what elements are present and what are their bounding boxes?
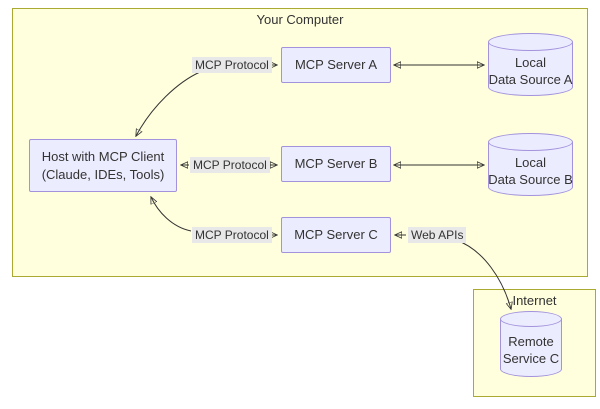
local-data-source-b-label: Local Data Source B — [488, 154, 573, 187]
node-mcp-server-b: MCP Server B — [281, 146, 391, 182]
cluster-your-computer-title: Your Computer — [256, 12, 344, 27]
node-mcp-server-c: MCP Server C — [281, 217, 391, 253]
cylinder-body — [488, 42, 573, 96]
cylinder-body — [500, 319, 562, 377]
node-mcp-server-a-label: MCP Server A — [294, 57, 378, 72]
edge-label-web-apis: Web APIs — [408, 227, 467, 243]
edge-label-mcp-protocol-b: MCP Protocol — [190, 157, 270, 173]
edge-label-mcp-protocol-c: MCP Protocol — [192, 227, 272, 243]
edge-host-to-protocol-a — [136, 71, 201, 136]
cluster-internet-title: Internet — [512, 293, 557, 308]
cluster-internet: Internet — [473, 289, 596, 397]
node-mcp-server-a: MCP Server A — [281, 47, 391, 83]
node-host-line2: (Claude, IDEs, Tools) — [41, 166, 165, 182]
node-host-with-mcp-client: Host with MCP Client (Claude, IDEs, Tool… — [29, 139, 177, 192]
cylinder-body — [488, 142, 573, 196]
database-cylinder-icon — [488, 33, 573, 51]
local-data-source-b-cylinder: Local Data Source B — [488, 133, 573, 196]
edge-web-apis-to-remote-service-c — [455, 239, 511, 309]
node-host-line1: Host with MCP Client — [41, 148, 165, 164]
node-mcp-server-c-label: MCP Server C — [294, 227, 378, 242]
local-data-source-a-label: Local Data Source A — [488, 54, 573, 87]
database-cylinder-icon — [500, 311, 562, 327]
remote-service-c-label: Remote Service C — [502, 334, 560, 366]
edge-protocol-c-to-host — [151, 197, 192, 232]
local-data-source-a-cylinder: Local Data Source A — [488, 33, 573, 96]
remote-service-c-cylinder: Remote Service C — [500, 311, 562, 377]
database-cylinder-icon — [488, 133, 573, 151]
node-mcp-server-b-label: MCP Server B — [294, 156, 378, 171]
edge-label-mcp-protocol-a: MCP Protocol — [192, 57, 272, 73]
